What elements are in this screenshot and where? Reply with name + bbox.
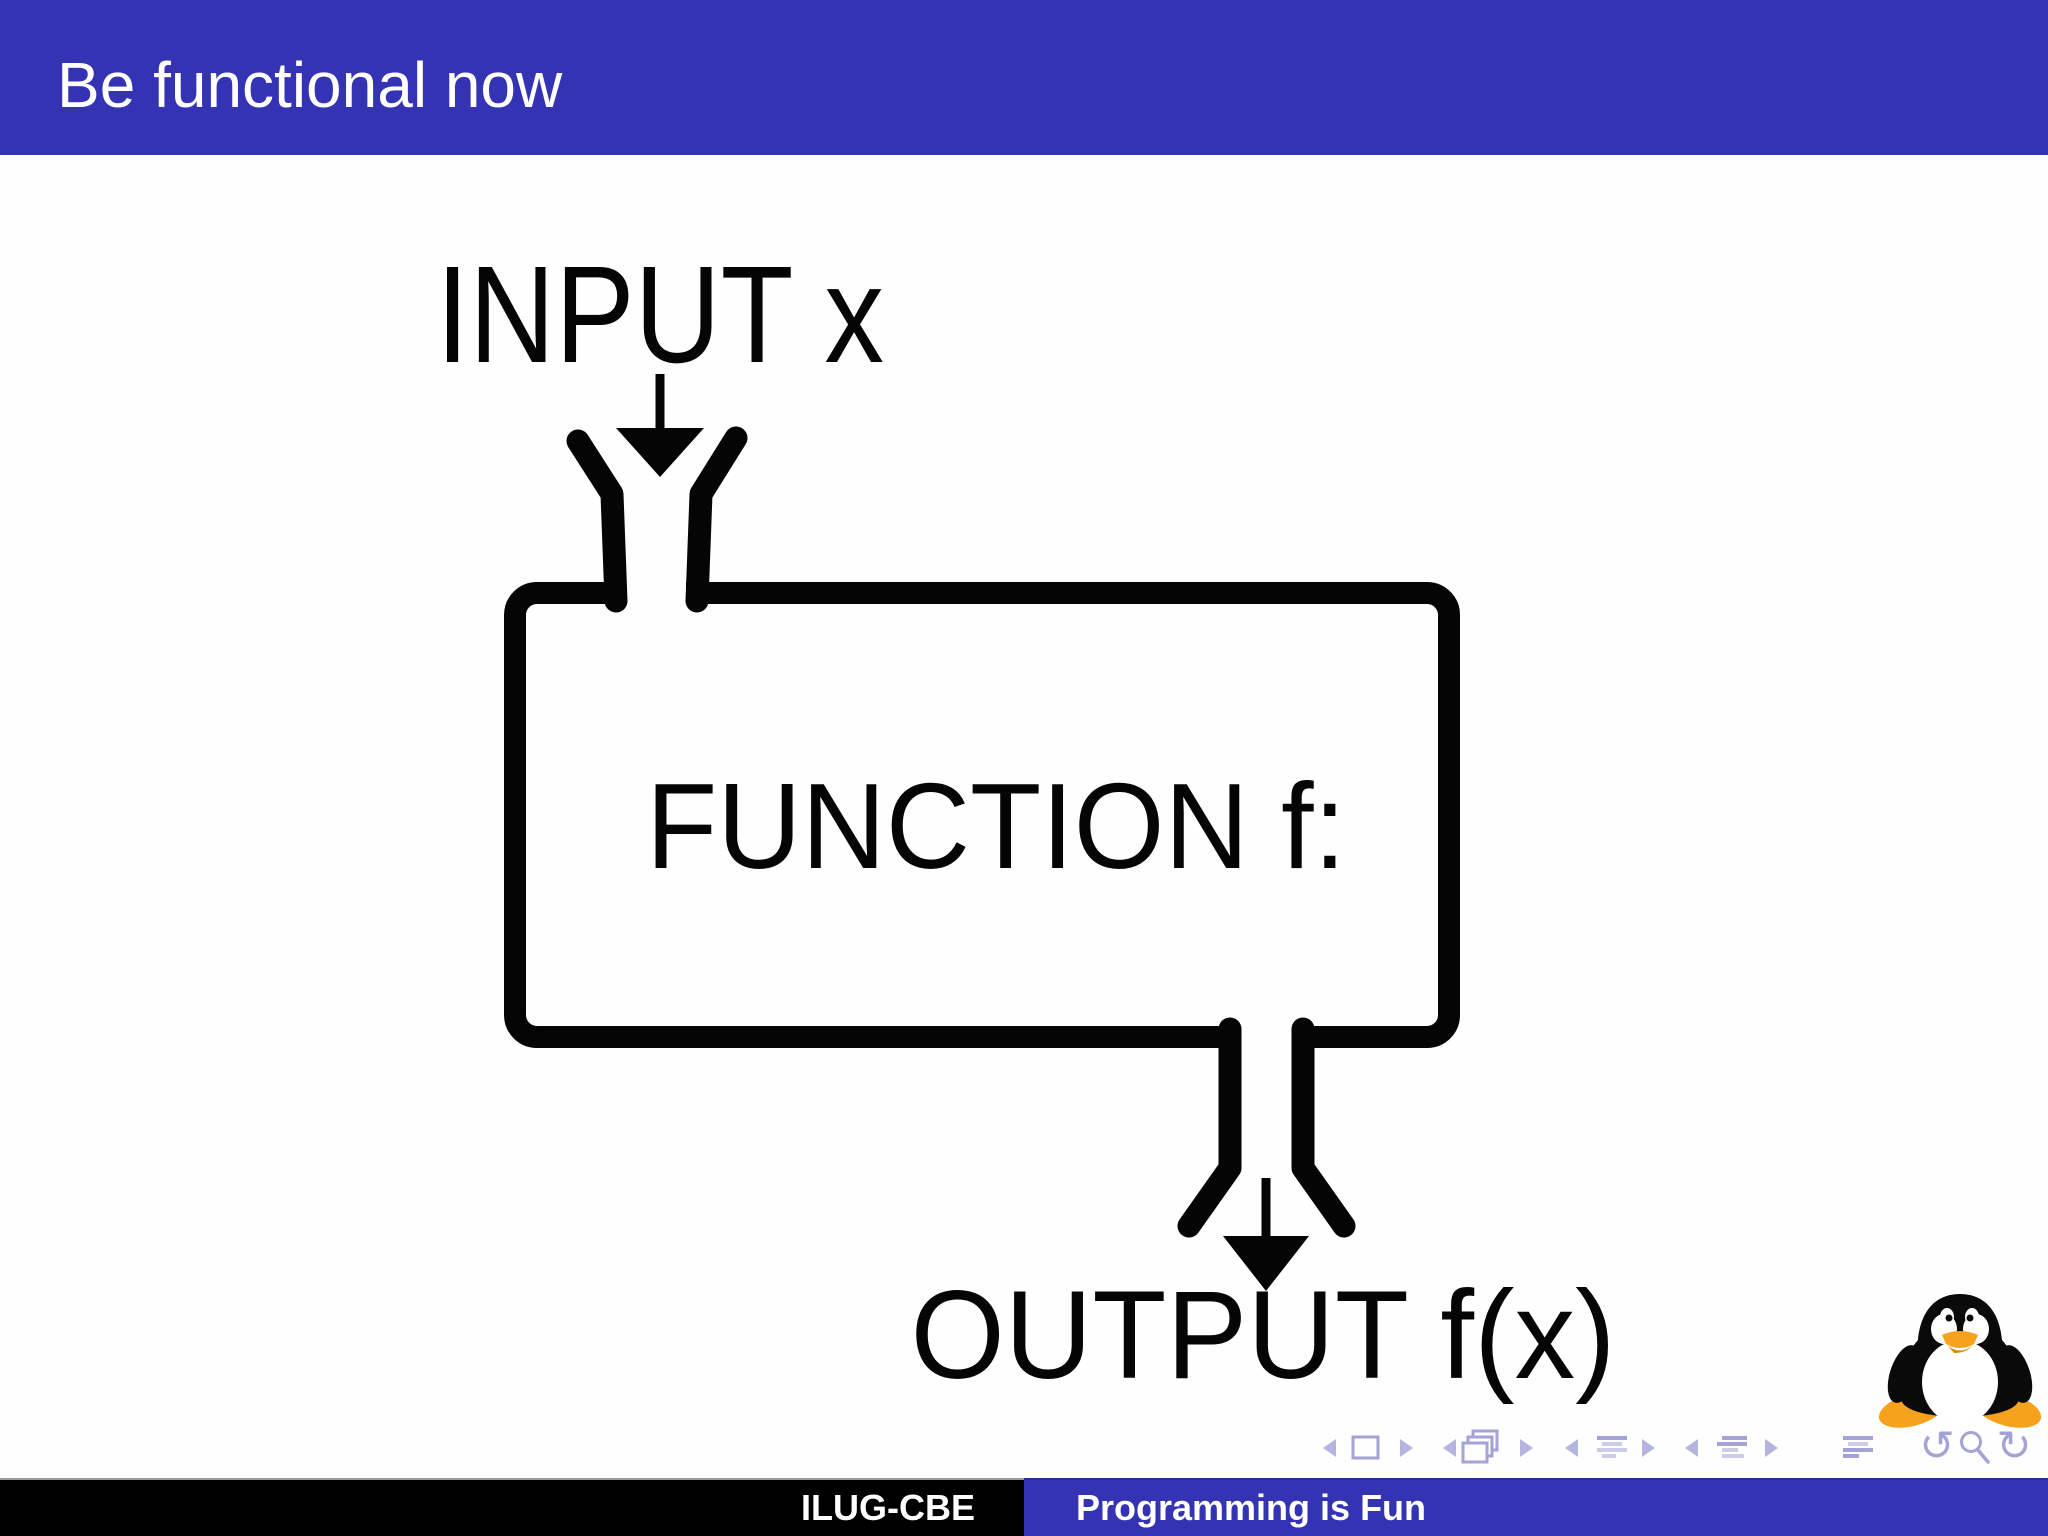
footer-talk-title-cell: Programming is Fun: [1024, 1478, 2048, 1536]
footer-author-cell: ILUG-CBE: [0, 1478, 1024, 1536]
function-box-label: FUNCTION f:: [646, 758, 1346, 894]
subsection-nav-group[interactable]: [1685, 1436, 1778, 1458]
output-funnel-right-wall: [1291, 1017, 1356, 1238]
input-arrow-head: [616, 428, 704, 477]
input-funnel-left-wall: [566, 429, 628, 613]
footer-bar: ILUG-CBE Programming is Fun: [0, 1478, 2048, 1536]
prev-slide-icon[interactable]: [1323, 1439, 1336, 1457]
slide-title: Be functional now: [57, 48, 563, 121]
appendix-list-icon[interactable]: [1843, 1436, 1873, 1458]
tux-linux-mascot-logo: [1878, 1294, 2042, 1428]
prev-subsection-icon[interactable]: [1685, 1439, 1698, 1457]
subsection-list-icon[interactable]: [1717, 1436, 1747, 1458]
back-history-icon[interactable]: ↺: [1919, 1424, 1954, 1470]
section-nav-group[interactable]: [1565, 1436, 1655, 1458]
title-bar: Be functional now: [0, 0, 2048, 155]
prev-section-icon[interactable]: [1565, 1439, 1578, 1457]
slide-icon[interactable]: [1351, 1435, 1380, 1460]
beamer-navigation-bar: ↺ ↻: [1323, 1424, 2032, 1470]
prev-frame-icon[interactable]: [1443, 1439, 1456, 1457]
tux-belly: [1922, 1340, 1998, 1424]
output-funnel-left-wall: [1177, 1017, 1242, 1238]
tux-left-pupil: [1945, 1314, 1953, 1322]
slide-nav-group[interactable]: [1323, 1435, 1413, 1460]
frame-nav-group[interactable]: [1443, 1429, 1533, 1464]
forward-history-icon[interactable]: ↻: [1996, 1424, 2031, 1470]
function-box: [504, 582, 1460, 1048]
next-slide-icon[interactable]: [1400, 1439, 1413, 1457]
input-label: INPUT x: [436, 238, 884, 392]
tux-right-pupil: [1966, 1314, 1974, 1322]
search-icon[interactable]: [1960, 1431, 1990, 1464]
output-label: OUTPUT f(x): [911, 1266, 1616, 1405]
footer-talk-title-text: Programming is Fun: [1076, 1487, 1427, 1528]
footer-author-text: ILUG-CBE: [801, 1487, 975, 1528]
input-funnel-right-wall: [685, 426, 748, 613]
section-list-icon[interactable]: [1597, 1436, 1627, 1458]
tux-beak-lower: [1948, 1346, 1972, 1353]
history-search-group[interactable]: ↺ ↻: [1919, 1424, 2031, 1470]
next-subsection-icon[interactable]: [1765, 1439, 1778, 1457]
tux-beak: [1942, 1331, 1978, 1348]
frames-icon[interactable]: [1461, 1429, 1499, 1464]
next-frame-icon[interactable]: [1520, 1439, 1533, 1457]
next-section-icon[interactable]: [1642, 1439, 1655, 1457]
output-arrow-head: [1223, 1236, 1309, 1291]
